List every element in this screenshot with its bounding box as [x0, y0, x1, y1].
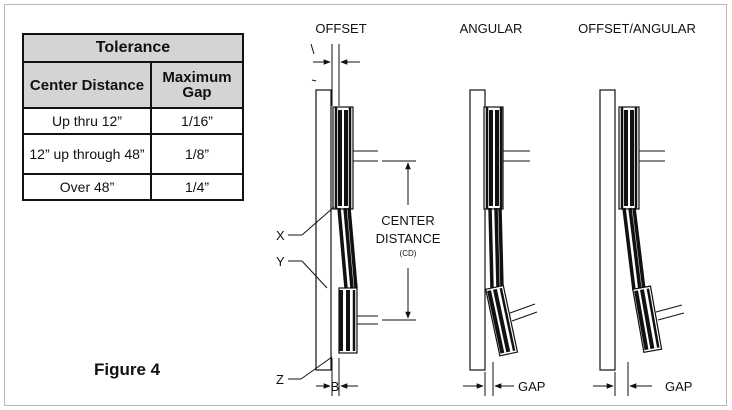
- table-row: Up thru 12” 1/16”: [22, 107, 244, 135]
- gap-label-angular: GAP: [518, 379, 545, 394]
- label-z: Z: [276, 372, 284, 387]
- row-maximum-gap: 1/16”: [150, 107, 244, 135]
- maximum-gap-header: Maximum Gap: [150, 61, 244, 109]
- label-b: B: [331, 379, 340, 394]
- row-center-distance: Over 48”: [22, 173, 152, 201]
- center-distance-header: Center Distance: [22, 61, 152, 109]
- row-maximum-gap: 1/8”: [150, 133, 244, 175]
- row-maximum-gap: 1/4”: [150, 173, 244, 201]
- figure-caption: Figure 4: [94, 360, 161, 379]
- offset-angular-diagram: [593, 89, 685, 396]
- heading-offset-angular: OFFSET/ANGULAR: [578, 21, 696, 36]
- row-center-distance: Up thru 12”: [22, 107, 152, 135]
- tolerance-table-title: Tolerance: [22, 33, 244, 63]
- center-distance-label-line2: DISTANCE: [376, 231, 441, 246]
- center-distance-abbreviation: (CD): [400, 249, 417, 258]
- label-x: X: [276, 228, 285, 243]
- center-distance-label: CENTER: [381, 213, 434, 228]
- tolerance-table: Tolerance Center Distance Maximum Gap Up…: [22, 33, 244, 201]
- gap-label-offset-angular: GAP: [665, 379, 692, 394]
- figure-frame: [4, 4, 727, 406]
- offset-diagram: [288, 43, 416, 396]
- label-y: Y: [276, 254, 285, 269]
- table-row: 12” up through 48” 1/8”: [22, 133, 244, 175]
- heading-offset: OFFSET: [315, 21, 366, 36]
- row-center-distance: 12” up through 48”: [22, 133, 152, 175]
- heading-angular: ANGULAR: [460, 21, 523, 36]
- table-row: Over 48” 1/4”: [22, 173, 244, 201]
- angular-diagram: [463, 89, 538, 396]
